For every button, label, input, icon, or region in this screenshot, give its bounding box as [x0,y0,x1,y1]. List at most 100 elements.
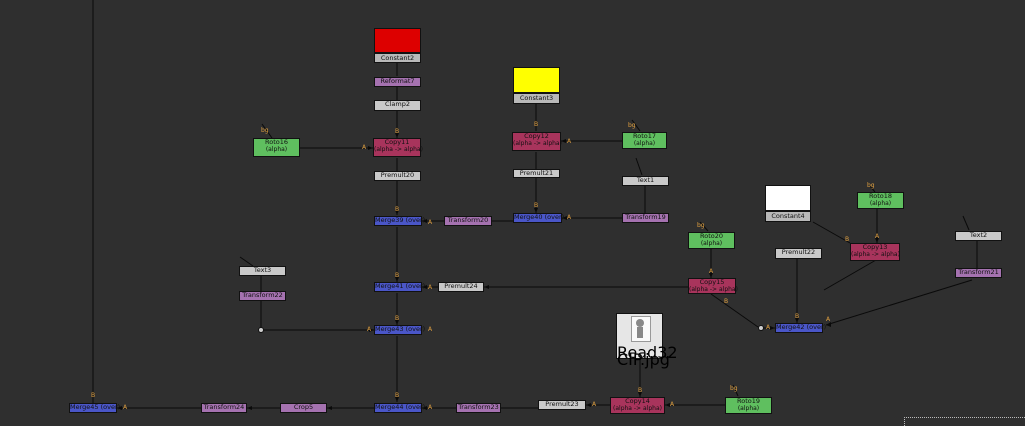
roto17-sublabel: (alpha) [633,140,656,147]
pin-label-a: A [428,404,433,411]
roto18-node[interactable]: Roto18(alpha) [857,192,904,209]
premult23-node[interactable]: Premult23 [538,400,586,410]
transform20-node[interactable]: Transform20 [444,216,492,226]
merge41-node[interactable]: Merge41 (over) [374,282,426,292]
roto19-node[interactable]: Roto19(alpha) [725,397,772,414]
roto19-sublabel: (alpha) [737,405,760,412]
merge45-node[interactable]: Merge45 (over) [69,403,121,413]
clamp2-label: Clamp2 [385,100,410,108]
transform19-node[interactable]: Transform19 [622,213,669,223]
text1-node[interactable]: Text1 [622,176,669,186]
pin-label-b: B [845,236,850,243]
transform20-label: Transform20 [447,216,489,224]
copy15-node[interactable]: Copy15(alpha -> alpha) [688,278,738,294]
constant4-swatch[interactable] [765,185,811,211]
pin-label-b: B [534,121,539,128]
reformat7-label: Reformat7 [380,77,415,85]
constant4-label: Constant4 [771,212,805,220]
premult20-label: Premult20 [380,171,415,179]
constant2-swatch[interactable] [374,28,421,53]
premult23-label: Premult23 [545,400,579,408]
merge39-label: Merge39 (over) [375,216,426,224]
text3-label: Text3 [253,266,272,274]
merge45-label: Merge45 (over) [70,403,121,411]
pin-label-bg: bg [867,182,875,189]
transform24-label: Transform24 [203,403,245,411]
copy15-label: Copy15 [699,278,725,286]
constant2-node[interactable]: Constant2 [374,53,421,63]
pin-label-a: A [428,284,433,291]
text3-node[interactable]: Text3 [239,266,286,276]
transform21-node[interactable]: Transform21 [955,268,1002,278]
pin-label-a: A [592,401,597,408]
crop5-label: Crop5 [293,403,314,411]
roto16-node[interactable]: Roto16(alpha) [253,138,300,157]
roto20-label: Roto20 [700,232,723,240]
transform21-label: Transform21 [958,268,999,276]
read32-node[interactable]: Read32 CIP.jpg [616,313,678,369]
pin-label-b: B [395,272,400,279]
copy13b-node[interactable]: Copy13(alpha -> alpha) [850,243,900,261]
transform24-node[interactable]: Transform24 [201,403,247,413]
copy14-node[interactable]: Copy14(alpha -> alpha) [610,397,665,414]
roto17-node[interactable]: Roto17(alpha) [622,132,667,149]
pin-label-a: A [362,144,367,151]
copy14-label: Copy14 [625,397,650,405]
merge44-node[interactable]: Merge44 (over) [374,403,425,413]
roto17-label: Roto17 [633,132,656,140]
pin-label-a: A [367,326,372,333]
merge43-node[interactable]: Merge43 (over) [374,325,425,335]
pin-label-a: A [875,233,880,240]
text1-label: Text1 [636,176,655,184]
pin-label-a: A [709,268,714,275]
pin-label-b: B [724,298,729,305]
copy12-node[interactable]: Copy12(alpha -> alpha) [512,132,562,151]
pin-label-b: B [395,392,400,399]
pin-label-a: A [567,138,572,145]
premult24-node[interactable]: Premult24 [438,282,484,292]
read32-sublabel: CIP.jpg [617,350,670,369]
constant2-label: Constant2 [380,54,415,62]
merge39-node[interactable]: Merge39 (over) [374,216,426,226]
crop5-node[interactable]: Crop5 [280,403,327,413]
pin-label-bg: bg [697,222,705,229]
pin-label-b: B [395,206,400,213]
pin-label-b: B [91,392,96,399]
merge41-label: Merge41 (over) [375,282,426,290]
pin-label-a: A [567,214,572,221]
pin-label-bg: bg [261,127,269,134]
premult22-node[interactable]: Premult22 [775,248,822,259]
reformat7-node[interactable]: Reformat7 [374,77,421,87]
text2-node[interactable]: Text2 [955,231,1002,241]
copy11-node[interactable]: Copy11(alpha -> alpha) [373,138,423,157]
merge42-node[interactable]: Merge42 (over) [775,323,827,333]
constant3-node[interactable]: Constant3 [513,93,560,104]
transform23-node[interactable]: Transform23 [456,403,501,413]
roto20-sublabel: (alpha) [700,240,723,247]
copy12-sublabel: (alpha -> alpha) [513,140,562,147]
roto19-label: Roto19 [737,397,760,405]
pin-label-a: A [428,219,433,226]
constant4-node[interactable]: Constant4 [765,211,811,222]
premult24-label: Premult24 [444,282,478,290]
merge42-label: Merge42 (over) [776,323,827,331]
roto20-node[interactable]: Roto20(alpha) [688,232,735,249]
premult21-node[interactable]: Premult21 [513,169,560,178]
copy14-sublabel: (alpha -> alpha) [613,405,662,412]
pin-label-a: A [428,326,433,333]
clamp2-node[interactable]: Clamp2 [374,100,421,111]
transform22-node[interactable]: Transform22 [239,291,286,301]
transform23-label: Transform23 [458,403,499,411]
copy11-sublabel: (alpha -> alpha) [374,146,423,153]
roto16-label: Roto16 [265,138,288,146]
pin-label-b: B [395,128,400,135]
text2-label: Text2 [969,231,988,239]
constant3-swatch[interactable] [513,67,560,93]
dot-node[interactable] [758,325,764,331]
dot-node[interactable] [258,327,264,333]
pin-label-a: A [123,404,128,411]
merge40-node[interactable]: Merge40 (over) [513,213,564,223]
premult20-node[interactable]: Premult20 [374,171,421,181]
